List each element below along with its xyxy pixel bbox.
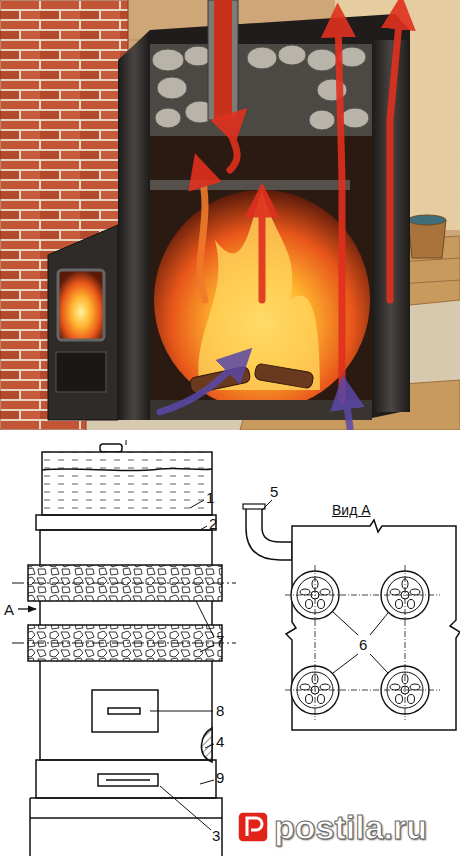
callout-number: 9 <box>216 770 224 785</box>
callout-number: 3 <box>212 828 220 843</box>
callout-number: 8 <box>216 703 224 718</box>
callout-number: 2 <box>209 516 217 531</box>
watermark: postila.ru <box>274 810 427 844</box>
callout-number: 5 <box>270 484 278 499</box>
view-label: Вид А <box>332 503 371 517</box>
callout-number: 4 <box>216 734 224 749</box>
view-arrow-letter: А <box>4 602 14 617</box>
callout-number: 1 <box>206 490 214 505</box>
callout-number: 7 <box>216 633 224 648</box>
callout-number: 6 <box>359 637 367 652</box>
